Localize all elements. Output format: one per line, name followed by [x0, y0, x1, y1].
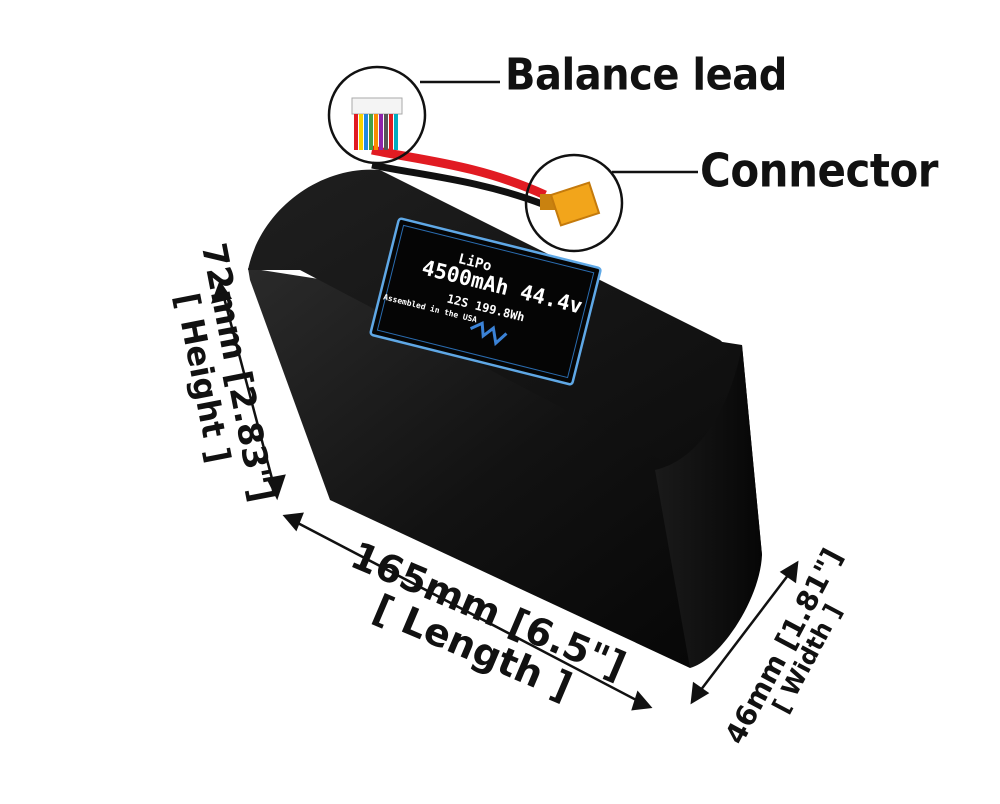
dimension-arrows — [211, 280, 799, 711]
xt-connector — [540, 181, 601, 227]
wire-harness — [371, 145, 547, 209]
connector-circle — [524, 153, 624, 253]
balance-lead-circle — [327, 65, 427, 165]
balance-lead-label: Balance lead — [505, 49, 787, 101]
connector-label: Connector — [700, 143, 939, 198]
battery-label — [369, 217, 602, 386]
brand-logo — [469, 321, 508, 347]
balance-lead-plug — [351, 97, 403, 150]
